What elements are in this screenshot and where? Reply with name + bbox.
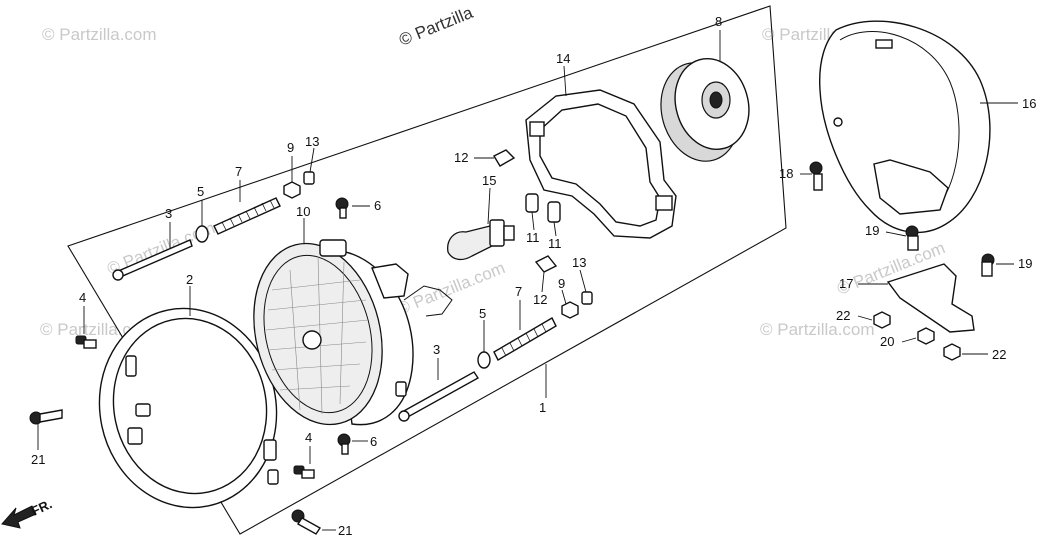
washer-upper	[195, 225, 209, 243]
nut-22-left	[873, 311, 891, 329]
callout-9-lower: 9	[558, 276, 565, 291]
nut-lower	[561, 301, 579, 319]
callout-18: 18	[779, 166, 793, 181]
callout-8: 8	[715, 14, 722, 29]
callout-20: 20	[880, 334, 894, 349]
screw-6-upper	[335, 197, 349, 219]
bolt-19-upper	[905, 225, 919, 251]
callout-12-upper: 12	[454, 150, 468, 165]
screw-4-lower	[293, 465, 315, 479]
cap-upper	[303, 171, 315, 185]
headlight-rim	[98, 307, 279, 509]
watermark-top-left: © Partzilla.com	[42, 25, 157, 44]
clip-lower	[534, 255, 558, 273]
leader-lines	[37, 30, 1018, 531]
bolt-18	[809, 161, 823, 191]
clip-upper	[493, 149, 516, 167]
callout-11-a: 11	[526, 230, 540, 245]
callout-1: 1	[539, 400, 546, 415]
bolt-21-lower	[291, 509, 322, 535]
bolt-19-right	[981, 253, 995, 277]
screw-6-lower	[337, 433, 351, 455]
bolt-21-left	[29, 409, 63, 425]
callout-6-lower: 6	[370, 434, 377, 449]
callout-7-upper: 7	[235, 164, 242, 179]
callout-13-upper: 13	[305, 134, 319, 149]
watermark-diag-center: © Partzilla.com	[394, 258, 507, 319]
watermark-mid-right: © Partzilla.com	[760, 320, 875, 339]
adjust-screw-upper	[112, 239, 193, 281]
callout-16: 16	[1022, 96, 1036, 111]
washer-lower	[477, 351, 491, 369]
screw-4-upper	[75, 335, 97, 349]
callout-4-upper: 4	[79, 290, 86, 305]
cap-lower	[581, 291, 593, 305]
callout-6-upper: 6	[374, 198, 381, 213]
front-direction-arrow: FR.	[1, 496, 54, 529]
nut-upper	[283, 181, 301, 199]
nut-22-right	[943, 343, 961, 361]
adjust-screw-lower	[398, 371, 480, 422]
spring-lower	[493, 317, 557, 361]
headlight-stay	[886, 263, 975, 333]
callout-17: 17	[839, 276, 853, 291]
callout-22-right: 22	[992, 347, 1006, 362]
callout-4-lower: 4	[305, 430, 312, 445]
clip-11-b	[547, 201, 561, 223]
spring-upper	[213, 197, 281, 235]
callout-labels: 1 2 3 3 4 4 5 5 6 6 7 7 8 9 9 10 11 11 1…	[31, 14, 1036, 538]
callout-3-upper: 3	[165, 206, 172, 221]
headlight-bulb	[447, 219, 515, 261]
callout-12-lower: 12	[533, 292, 547, 307]
callout-21-lower: 21	[338, 523, 352, 538]
callout-3-lower: 3	[433, 342, 440, 357]
callout-5-lower: 5	[479, 306, 486, 321]
callout-5-upper: 5	[197, 184, 204, 199]
callout-19-upper: 19	[865, 223, 879, 238]
callout-2: 2	[186, 272, 193, 287]
callout-21-left: 21	[31, 452, 45, 467]
callout-13-lower: 13	[572, 255, 586, 270]
headlight-socket	[660, 57, 750, 162]
headlight-unit	[253, 239, 453, 426]
callout-19-right: 19	[1018, 256, 1032, 271]
callout-10: 10	[296, 204, 310, 219]
callout-9-upper: 9	[287, 140, 294, 155]
headlight-bracket	[525, 89, 677, 239]
collar-20	[917, 327, 935, 345]
callout-7-lower: 7	[515, 284, 522, 299]
callout-22-left: 22	[836, 308, 850, 323]
callout-11-b: 11	[548, 236, 562, 251]
callout-14: 14	[556, 51, 570, 66]
clip-11-a	[525, 193, 539, 213]
watermark-header: © Partzilla	[396, 3, 476, 50]
front-direction-label: FR.	[29, 496, 54, 518]
headlight-case	[818, 20, 991, 234]
callout-15: 15	[482, 173, 496, 188]
